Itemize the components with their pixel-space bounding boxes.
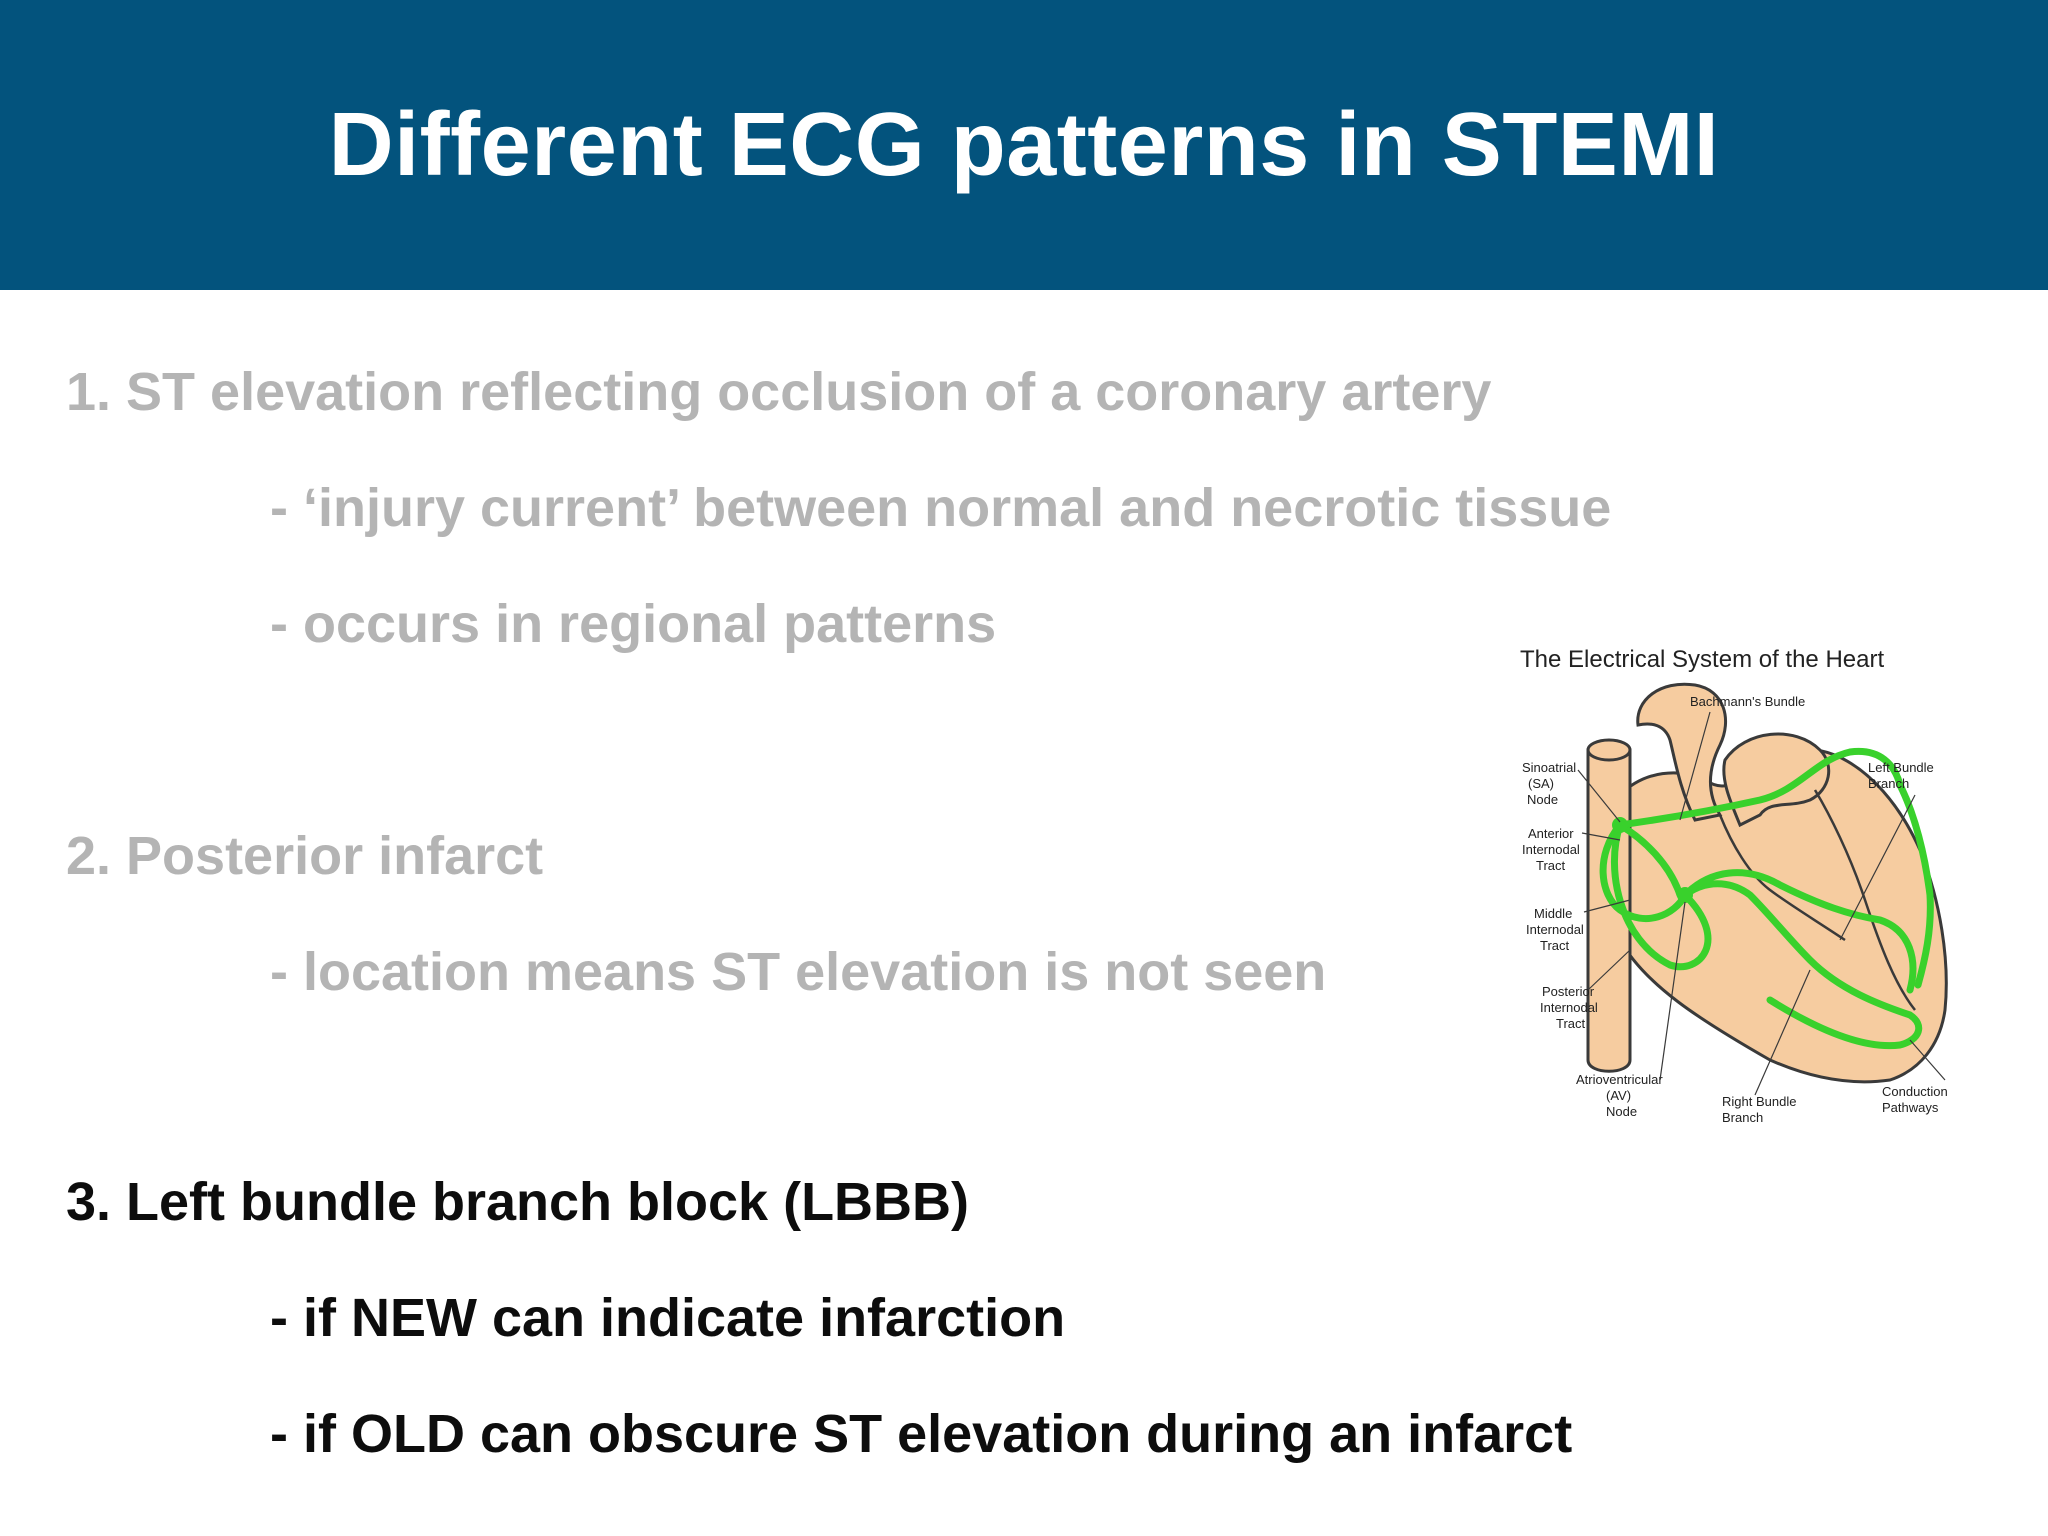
title-bar [0, 0, 2048, 290]
label-cp-1: Conduction [1882, 1084, 1948, 1099]
label-rbb-1: Right Bundle [1722, 1094, 1796, 1109]
leader-bachmann [1679, 711, 1711, 821]
section-3-bullet-2: - if OLD can obscure ST elevation during… [270, 1404, 1573, 1464]
posterior-tract-path [1611, 821, 1712, 971]
section-1-heading: 1. ST elevation reflecting occlusion of … [66, 362, 1492, 422]
aorta [1636, 682, 1728, 822]
section-1-bullet-2: - occurs in regional patterns [270, 594, 997, 654]
section-2-heading: 2. Posterior infarct [66, 826, 544, 886]
conduction-pathways [1599, 747, 1934, 1050]
label-av-1: Atrioventricular [1576, 1072, 1663, 1087]
label-cp-2: Pathways [1882, 1100, 1939, 1115]
leader-post [1587, 949, 1631, 991]
leader-cp [1909, 1039, 1946, 1081]
label-lbb-2: Branch [1868, 776, 1909, 791]
label-post-2: Internodal [1540, 1000, 1598, 1015]
leader-av [1659, 901, 1686, 1081]
vena-cava-top [1586, 738, 1632, 762]
label-mid-2: Internodal [1526, 922, 1584, 937]
label-ant-1: Anterior [1528, 826, 1574, 841]
leader-ant [1581, 832, 1621, 841]
label-post-3: Tract [1556, 1016, 1586, 1031]
label-mid-3: Tract [1540, 938, 1570, 953]
leader-lines [1577, 711, 1946, 1096]
label-sa-2: (SA) [1528, 776, 1554, 791]
ventricle-line [1813, 789, 1916, 1011]
leader-rbb [1754, 969, 1811, 1096]
middle-tract-path [1616, 821, 1684, 899]
heart-conduction-diagram: The Electrical System of the Heart [1470, 640, 1990, 1140]
septum-line [1718, 814, 1846, 942]
section-2-bullet-1: - location means ST elevation is not see… [270, 942, 1327, 1002]
label-av-2: (AV) [1606, 1088, 1631, 1103]
section-1-bullet-1: - ‘injury current’ between normal and ne… [270, 478, 1612, 538]
label-post-1: Posterior [1542, 984, 1595, 999]
leader-sa [1577, 769, 1621, 823]
label-rbb-2: Branch [1722, 1110, 1763, 1125]
diagram-title: The Electrical System of the Heart [1520, 646, 1884, 673]
av-node [1677, 887, 1693, 903]
label-sa-3: Node [1527, 792, 1558, 807]
label-mid-1: Middle [1534, 906, 1572, 921]
section-3-bullet-1: - if NEW can indicate infarction [270, 1288, 1066, 1348]
left-bundle-upper-path [1896, 781, 1934, 989]
leader-lbb [1839, 794, 1916, 941]
label-sa-1: Sinoatrial [1522, 760, 1576, 775]
label-ant-2: Internodal [1522, 842, 1580, 857]
label-av-3: Node [1606, 1104, 1637, 1119]
label-bachmann: Bachmann's Bundle [1690, 694, 1805, 709]
label-lbb-1: Left Bundle [1868, 760, 1934, 775]
right-bundle-path [1681, 880, 1923, 1050]
label-ant-3: Tract [1536, 858, 1566, 873]
slide-title: Different ECG patterns in STEMI [328, 94, 1720, 195]
sa-node [1612, 817, 1628, 833]
leader-mid [1583, 899, 1631, 913]
left-bundle-path [1681, 869, 1917, 994]
section-3-heading: 3. Left bundle branch block (LBBB) [66, 1172, 970, 1232]
bachmanns-bundle-path [1616, 747, 1904, 829]
